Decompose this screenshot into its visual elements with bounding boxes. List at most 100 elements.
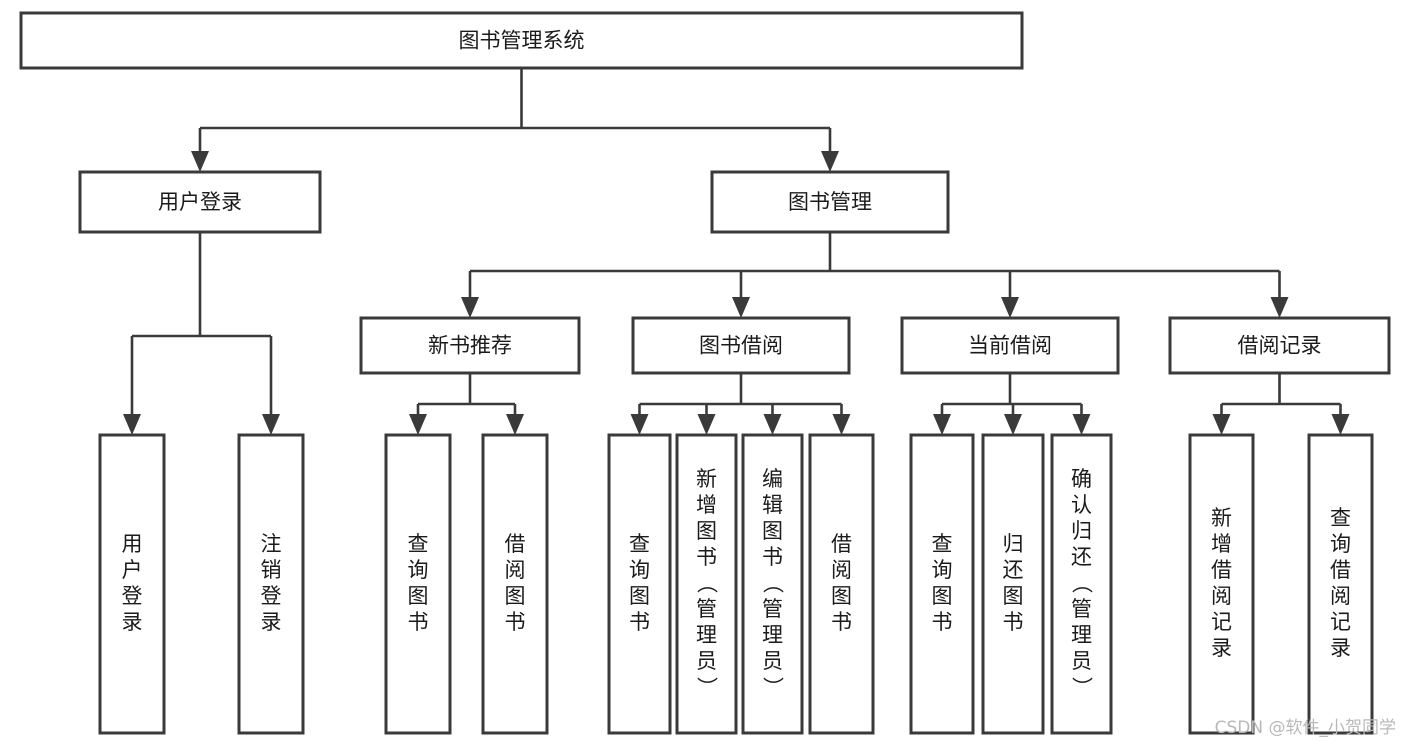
node-label-leaf-current-confirm-return-char-4: （ — [1070, 573, 1094, 594]
node-label-leaf-current-confirm-return-char-7: 员 — [1071, 649, 1092, 673]
node-label-leaf-borrow-edit-book-char-1: 辑 — [762, 493, 783, 517]
node-label-book-manage: 图书管理 — [788, 190, 872, 214]
node-label-leaf-recommend-query-book-char-1: 询 — [408, 558, 429, 582]
node-label-leaf-borrow-query-book-char-2: 图 — [629, 584, 650, 608]
node-label-leaf-record-query-record-char-0: 查 — [1330, 506, 1351, 530]
node-current-borrow[interactable]: 当前借阅 — [900, 316, 1120, 375]
arrow-head-leaf-current-confirm-return — [1072, 414, 1091, 435]
node-label-leaf-recommend-borrow-book-char-0: 借 — [505, 532, 526, 556]
node-label-leaf-user-login-char-0: 用 — [122, 532, 143, 556]
node-label-leaf-borrow-borrow-book-char-0: 借 — [831, 532, 852, 556]
node-label-leaf-current-confirm-return-char-2: 归 — [1071, 519, 1092, 543]
node-leaf-user-login[interactable]: 用户登录 — [98, 433, 166, 735]
node-box-leaf-recommend-query-book — [384, 433, 452, 735]
node-label-leaf-borrow-query-book-char-1: 询 — [629, 558, 650, 582]
node-label-leaf-current-confirm-return-char-5: 管 — [1071, 597, 1092, 621]
node-label-leaf-recommend-borrow-book-char-1: 阅 — [505, 558, 526, 582]
node-label-leaf-borrow-add-book-char-0: 新 — [696, 467, 717, 491]
node-box-borrow-record — [1168, 316, 1391, 375]
node-label-leaf-borrow-borrow-book-char-3: 书 — [831, 610, 852, 634]
arrow-head-leaf-recommend-borrow-book — [506, 414, 524, 435]
node-label-leaf-record-add-record-char-0: 新 — [1211, 506, 1232, 530]
arrow-head-new-book-recommend — [461, 297, 479, 318]
node-box-new-book-recommend — [359, 316, 581, 375]
node-label-leaf-borrow-edit-book-char-4: （ — [761, 573, 785, 594]
node-label-leaf-borrow-query-book-char-0: 查 — [629, 532, 650, 556]
node-label-leaf-borrow-add-book-char-8: ） — [695, 677, 719, 698]
node-label-leaf-record-add-record-char-2: 借 — [1211, 558, 1232, 582]
arrow-head-book-manage — [821, 151, 839, 172]
node-label-leaf-borrow-edit-book-char-8: ） — [761, 677, 785, 698]
node-label-leaf-borrow-add-book-char-4: （ — [695, 573, 719, 594]
arrow-head-leaf-current-return-book — [1004, 414, 1022, 435]
node-label-leaf-current-confirm-return-char-6: 理 — [1071, 623, 1092, 647]
node-new-book-recommend[interactable]: 新书推荐 — [359, 316, 581, 375]
connector-layer — [123, 68, 1350, 435]
node-label-leaf-recommend-query-book-char-2: 图 — [408, 584, 429, 608]
node-label-leaf-record-query-record-char-5: 录 — [1330, 636, 1351, 660]
node-label-leaf-record-query-record-char-4: 记 — [1330, 610, 1351, 634]
connector-group-book-borrow — [630, 373, 851, 435]
connector-group-new-book-recommend — [409, 373, 524, 435]
node-label-user-login: 用户登录 — [158, 190, 242, 214]
node-label-leaf-user-logout-char-3: 录 — [261, 610, 282, 634]
node-label-leaf-borrow-edit-book-char-0: 编 — [762, 467, 783, 491]
node-label-leaf-borrow-query-book-char-3: 书 — [629, 610, 650, 634]
node-book-manage[interactable]: 图书管理 — [710, 170, 950, 234]
node-box-leaf-borrow-borrow-book — [808, 433, 875, 735]
node-label-leaf-record-add-record-char-4: 记 — [1211, 610, 1232, 634]
node-book-borrow[interactable]: 图书借阅 — [631, 316, 851, 375]
arrow-head-borrow-record — [1270, 297, 1289, 318]
arrow-head-leaf-user-logout — [262, 414, 280, 435]
connector-group-current-borrow — [933, 373, 1091, 435]
node-label-leaf-borrow-edit-book-char-3: 书 — [762, 545, 783, 569]
arrow-head-current-borrow — [1001, 297, 1019, 318]
node-label-leaf-borrow-edit-book-char-7: 员 — [762, 649, 783, 673]
node-label-leaf-current-confirm-return-char-0: 确 — [1071, 467, 1092, 491]
arrow-head-leaf-record-add-record — [1212, 414, 1231, 435]
node-label-leaf-borrow-edit-book-char-5: 管 — [762, 597, 783, 621]
arrow-head-leaf-user-login — [123, 414, 141, 435]
node-label-leaf-borrow-add-book-char-3: 书 — [696, 545, 717, 569]
node-label-leaf-borrow-add-book-char-1: 增 — [696, 493, 717, 517]
node-box-leaf-borrow-edit-book — [741, 433, 804, 735]
arrow-head-leaf-current-query-book — [933, 414, 951, 435]
node-borrow-record[interactable]: 借阅记录 — [1168, 316, 1391, 375]
node-user-login[interactable]: 用户登录 — [78, 170, 322, 234]
node-box-leaf-current-return-book — [981, 433, 1045, 735]
node-label-leaf-record-add-record-char-1: 增 — [1211, 532, 1232, 556]
node-box-book-manage — [710, 170, 950, 234]
node-label-leaf-current-return-book-char-3: 书 — [1003, 610, 1024, 634]
node-label-leaf-current-confirm-return-char-1: 认 — [1071, 493, 1092, 517]
arrow-head-leaf-borrow-add-book — [697, 414, 716, 435]
node-label-leaf-current-return-book-char-2: 图 — [1003, 584, 1024, 608]
node-label-leaf-user-logout-char-0: 注 — [261, 532, 282, 556]
node-root[interactable]: 图书管理系统 — [19, 11, 1024, 70]
node-label-leaf-borrow-borrow-book-char-2: 图 — [831, 584, 852, 608]
arrow-head-user-login — [191, 151, 209, 172]
node-label-leaf-borrow-edit-book-char-2: 图 — [762, 519, 783, 543]
connector-group-book-manage — [461, 232, 1289, 318]
node-box-current-borrow — [900, 316, 1120, 375]
node-label-leaf-borrow-edit-book-char-6: 理 — [762, 623, 783, 647]
csdn-watermark: CSDN @软件_小贺同学 — [1215, 718, 1396, 738]
node-label-leaf-current-query-book-char-3: 书 — [932, 610, 953, 634]
node-box-leaf-user-login — [98, 433, 166, 735]
node-label-new-book-recommend: 新书推荐 — [428, 334, 512, 358]
node-box-book-borrow — [631, 316, 851, 375]
node-layer: 图书管理系统用户登录图书管理新书推荐图书借阅当前借阅借阅记录用户登录注销登录查询… — [19, 11, 1391, 735]
